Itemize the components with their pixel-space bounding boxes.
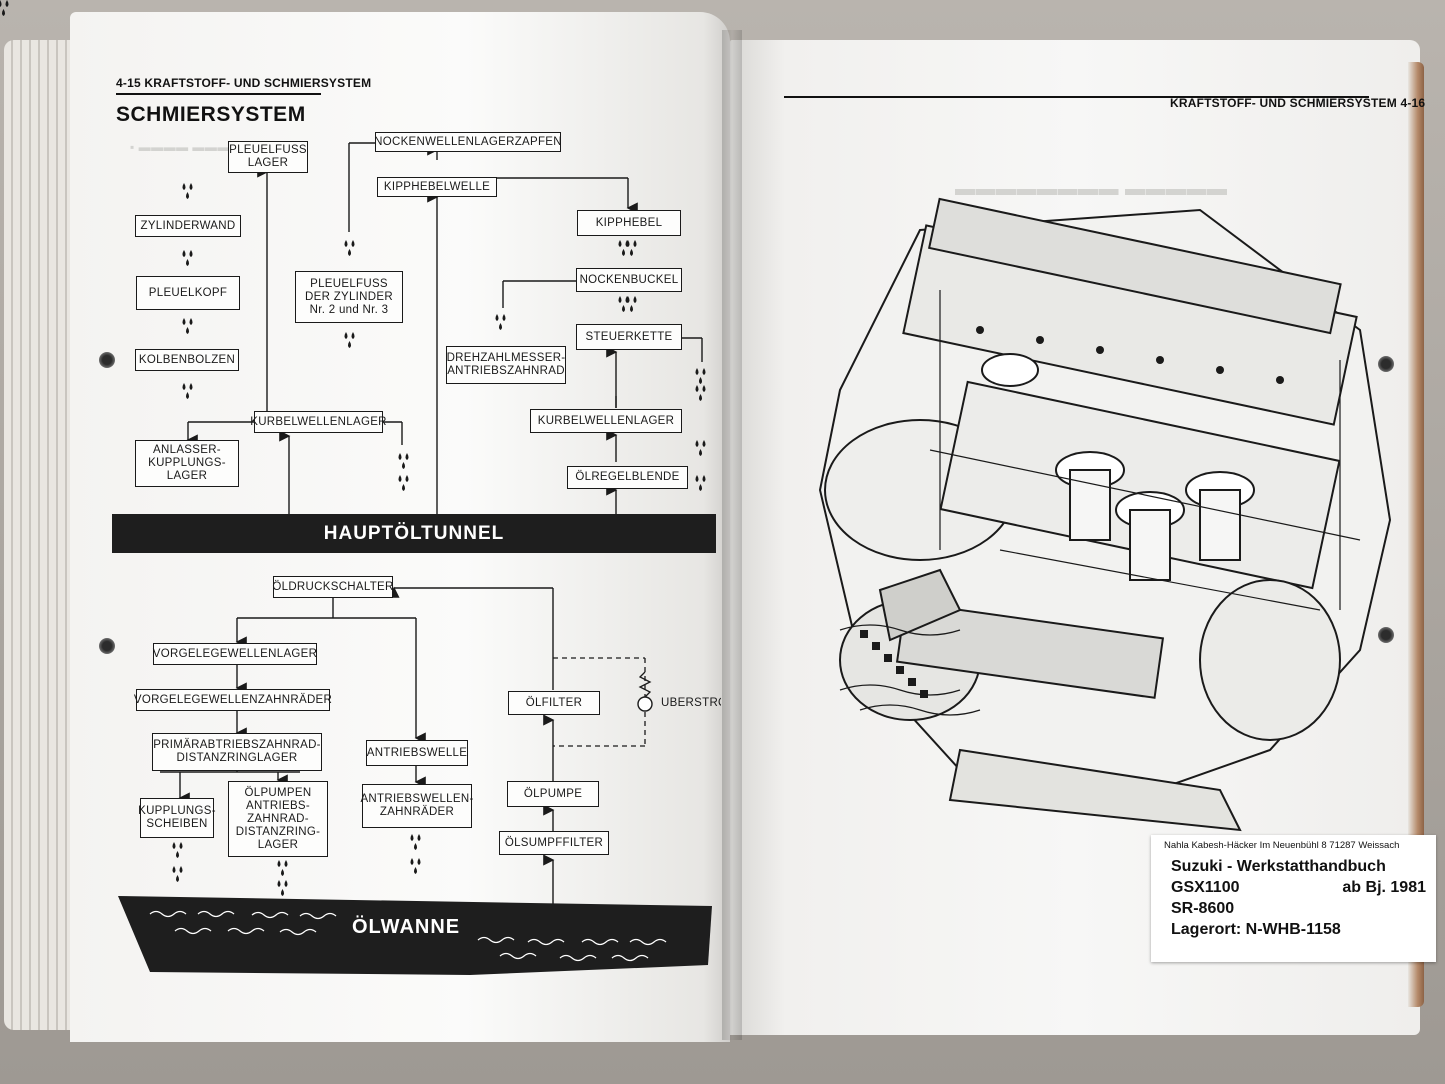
section-title: SCHMIERSYSTEM [116,103,306,126]
box-vorgelegewellenlager: VORGELEGEWELLENLAGER [153,643,317,665]
sticker-year: ab Bj. 1981 [1342,879,1426,896]
box-antriebswelle: ANTRIEBSWELLE [366,740,468,766]
left-page-header: 4-15 KRAFTSTOFF- UND SCHMIERSYSTEM [116,76,372,90]
sticker-model: GSX1100 [1171,879,1240,896]
box-oelpumpen: ÖLPUMPEN ANTRIEBS-ZAHNRAD-DISTANZRING-LA… [228,781,328,857]
box-pleuelfuss-lager: PLEUELFUSS LAGER [228,141,308,173]
box-kipphebelwelle: KIPPHEBELWELLE [377,177,497,197]
label-ueberstrom: ÜBERSTROMKA [661,697,721,709]
box-kurbelwellenlager-left: KURBELWELLENLAGER [250,411,386,433]
header-rule [116,93,321,95]
box-zylinderwand: ZYLINDERWAND [135,215,241,237]
box-kurbelwellenlager-right: KURBELWELLENLAGER [530,409,682,433]
bleed-through-text: ▪ ▬▬▬▬ ▬▬▬ [130,140,230,154]
box-anlasser: ANLASSER-KUPPLUNGS-LAGER [135,440,239,487]
punch-hole [1378,627,1394,643]
box-nockenwellenlagerzapfen: NOCKENWELLENLAGERZAPFEN [374,132,562,152]
sticker-code: SR-8600 [1171,900,1235,917]
box-oelpumpe: ÖLPUMPE [507,781,599,807]
main-oil-gallery: HAUPTÖLTUNNEL [112,514,716,553]
sticker-title: Suzuki - Werkstatthandbuch [1171,858,1386,875]
header-rule [784,96,1369,98]
bleed-through-heading: ▬▬▬▬▬▬▬▬ ▬▬▬▬▬ [955,178,1228,200]
box-oelregelblende: ÖLREGELBLENDE [567,466,688,489]
sticker-address: Nahla Kabesh-Häcker Im Neuenbühl 8 71287… [1164,840,1400,851]
box-nockenbuckel: NOCKENBUCKEL [576,268,682,292]
book-spine-shadow [722,30,742,1040]
punch-hole [99,352,115,368]
box-antriebswellenzahnraeder: ANTRIEBSWELLEN-ZAHNRÄDER [360,784,473,828]
box-kupplungsscheiben: KUPPLUNGS-SCHEIBEN [138,798,216,838]
box-steuerkette: STEUERKETTE [576,324,682,350]
punch-hole [99,638,115,654]
oil-pan-label: ÖLWANNE [352,916,461,938]
box-vorgelegewellenzahnraeder: VORGELEGEWELLENZAHNRÄDER [134,689,332,711]
engine-cutaway-illustration [818,197,1392,832]
box-oeldruckschalter: ÖLDRUCKSCHALTER [272,576,393,598]
punch-hole [1378,356,1394,372]
box-drehzahlmesser: DREHZAHLMESSER-ANTRIEBSZAHNRAD [446,346,566,384]
box-primaer: PRIMÄRABTRIEBSZAHNRAD-DISTANZRINGLAGER [152,733,322,771]
book-cover-edge [1408,62,1424,1007]
box-oelfilter: ÖLFILTER [508,691,600,715]
sticker-location: Lagerort: N-WHB-1158 [1171,921,1341,938]
box-kolbenbolzen: KOLBENBOLZEN [135,349,239,371]
box-kipphebel: KIPPHEBEL [577,210,681,236]
box-oelsumpffilter: ÖLSUMPFFILTER [499,831,609,855]
right-page-header: KRAFTSTOFF- UND SCHMIERSYSTEM 4-16 [1170,96,1426,110]
box-pleuelkopf: PLEUELKOPF [136,276,240,310]
inventory-sticker: Nahla Kabesh-Häcker Im Neuenbühl 8 71287… [1151,835,1436,962]
box-pleuelfuss-zylinder: PLEUELFUSS DER ZYLINDER Nr. 2 und Nr. 3 [295,271,403,323]
